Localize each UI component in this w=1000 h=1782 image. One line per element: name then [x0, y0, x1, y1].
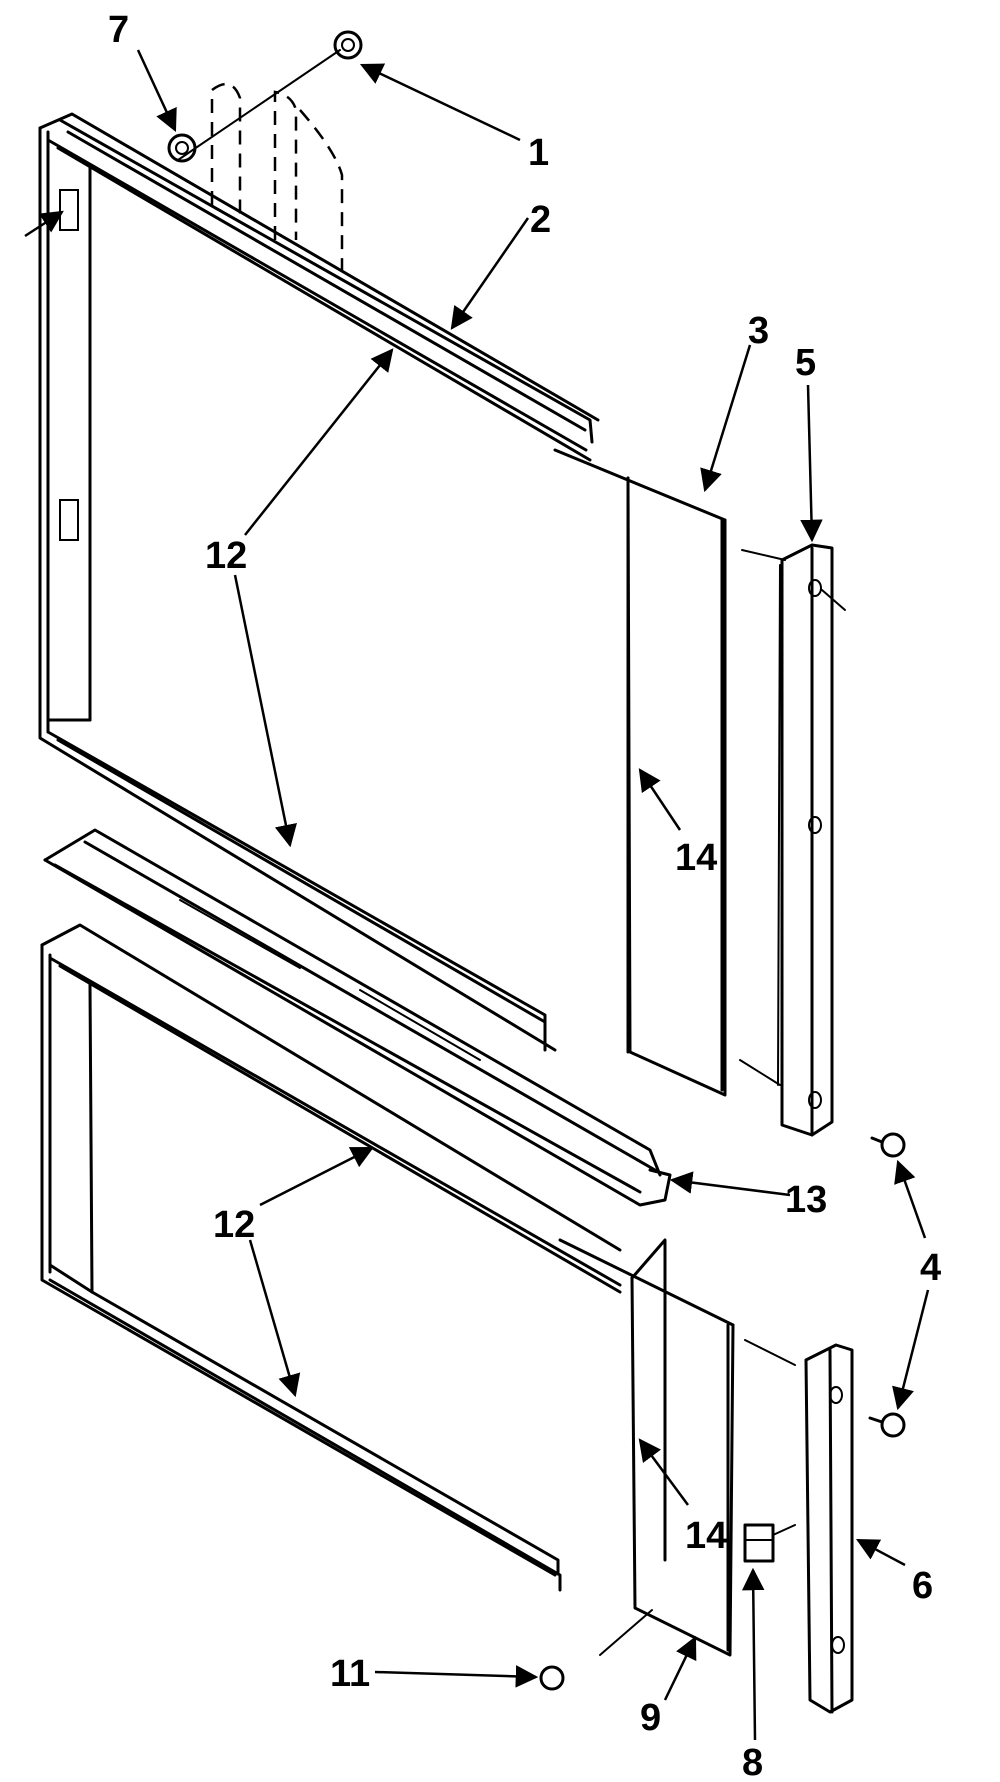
screw-1 — [333, 30, 363, 60]
side-rail-lower — [804, 1343, 854, 1714]
screw-4-lower — [868, 1412, 906, 1438]
callout-14-lower: 14 — [685, 1515, 727, 1557]
callout-14-upper: 14 — [675, 837, 717, 879]
callout-7: 7 — [108, 9, 129, 51]
leader-lines — [136, 49, 930, 1741]
callout-12-lower: 12 — [213, 1204, 255, 1246]
side-rail-upper — [739, 543, 846, 1137]
callout-8: 8 — [742, 1742, 763, 1782]
upper-trim-strip — [58, 118, 594, 444]
upper-panel-frame — [24, 112, 600, 1052]
upper-dashed-hinge-bracket — [177, 49, 344, 270]
callout-2: 2 — [530, 199, 551, 241]
callout-4: 4 — [920, 1247, 941, 1289]
callout-9: 9 — [640, 1697, 661, 1739]
callout-13: 13 — [785, 1179, 827, 1221]
callout-12-upper: 12 — [205, 535, 247, 577]
callout-5: 5 — [795, 342, 816, 384]
lower-glass-panel — [558, 1238, 796, 1657]
callout-labels: 1 2 3 4 5 6 7 8 9 11 12 12 13 14 14 — [108, 9, 941, 1782]
screw-11 — [539, 1665, 565, 1691]
callout-3: 3 — [748, 310, 769, 352]
callout-1: 1 — [528, 132, 549, 174]
center-channel — [43, 828, 672, 1207]
screw-4-upper — [870, 1132, 906, 1158]
upper-glass-panel — [553, 448, 727, 1097]
callout-6: 6 — [912, 1565, 933, 1607]
lower-panel-frame — [40, 923, 622, 1592]
screw-7 — [167, 133, 197, 163]
clip-8 — [743, 1523, 796, 1563]
callout-11: 11 — [330, 1653, 370, 1695]
